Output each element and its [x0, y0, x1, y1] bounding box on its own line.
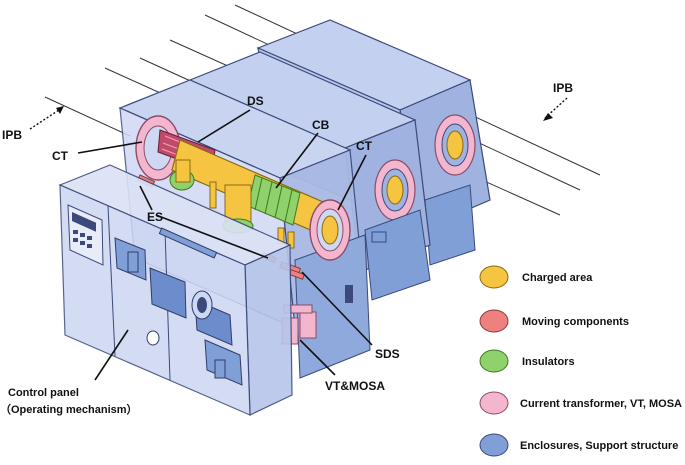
label-es: ES — [147, 210, 163, 224]
leader-lines — [77, 109, 373, 381]
svg-text:Charged area: Charged area — [522, 272, 593, 284]
ipb-right-arrowhead — [543, 113, 553, 121]
legend-item-ct-vt-mosa: Current transformer, VT, MOSA — [479, 391, 682, 415]
label-ct-right: CT — [356, 139, 373, 153]
legend-item-insulators: Insulators — [479, 349, 575, 373]
legend-item-moving: Moving components — [479, 309, 629, 333]
svg-text:Current transformer, VT, MOSA: Current transformer, VT, MOSA — [520, 398, 682, 410]
svg-text:Insulators: Insulators — [522, 356, 575, 368]
label-control-panel: Control panel — [8, 387, 79, 399]
label-vt-mosa: VT&MOSA — [325, 379, 385, 393]
label-ds: DS — [247, 94, 264, 108]
label-ipb-right: IPB — [553, 81, 573, 95]
ct-right-ring — [309, 199, 351, 261]
ipb-left-arrowhead — [56, 106, 64, 114]
svg-text:Moving components: Moving components — [522, 316, 629, 328]
label-cb: CB — [312, 118, 330, 132]
label-ct-left: CT — [52, 149, 69, 163]
control-panel — [58, 164, 293, 416]
label-ipb-left: IPB — [2, 128, 22, 142]
label-operating-mechanism: （Operating mechanism） — [0, 403, 138, 416]
legend-item-charged: Charged area — [479, 265, 593, 289]
label-sds: SDS — [375, 347, 400, 361]
svg-text:Enclosures, Support structure: Enclosures, Support structure — [520, 440, 678, 452]
enclosure-middle — [188, 51, 431, 301]
legend-item-enclosures: Enclosures, Support structure — [479, 433, 678, 457]
legend: Charged area Moving components Insulator… — [479, 265, 682, 457]
